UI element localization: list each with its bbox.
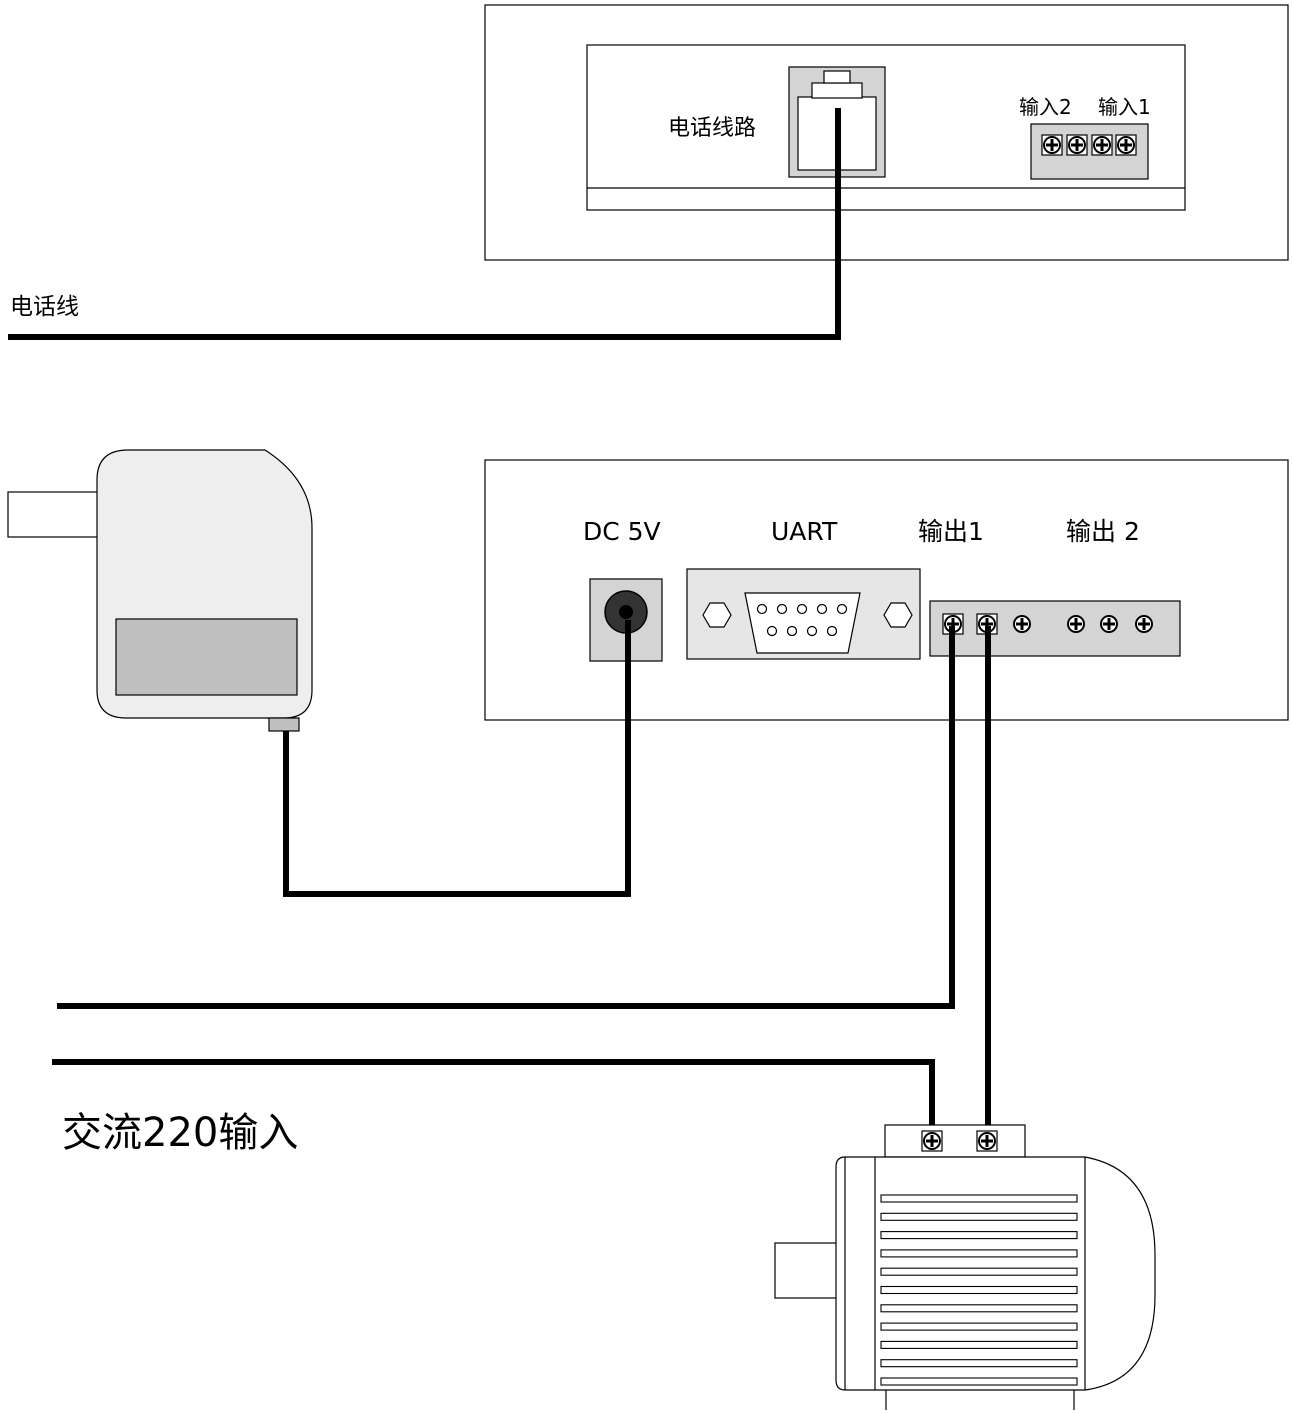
screw-terminal[interactable]	[1115, 134, 1137, 156]
db9-pin	[766, 625, 778, 637]
cooling-fin	[880, 1194, 1078, 1203]
db9-pin	[806, 625, 818, 637]
motor-shaft	[774, 1242, 838, 1299]
bottom-device: DC 5V UART 输出1 输出 2	[484, 459, 1289, 721]
motor-cooling-fins	[880, 1194, 1078, 1386]
screw-terminal[interactable]	[1135, 615, 1153, 633]
cooling-fin	[880, 1340, 1078, 1349]
cooling-fin	[880, 1377, 1078, 1386]
cooling-fin	[880, 1359, 1078, 1368]
input1-label: 输入1	[1098, 95, 1151, 119]
db9-pin	[816, 603, 828, 615]
adapter-plug-prongs	[7, 491, 99, 538]
db9-pin	[796, 603, 808, 615]
phone-line-wire	[8, 108, 841, 340]
screw-terminal[interactable]	[1091, 134, 1113, 156]
cooling-fin	[880, 1267, 1078, 1276]
screw-terminal[interactable]	[1067, 615, 1085, 633]
cooling-fin	[880, 1322, 1078, 1331]
screw-terminal[interactable]	[1041, 134, 1063, 156]
ac-neutral-wire	[52, 1059, 935, 1140]
screw-terminal[interactable]	[1013, 615, 1031, 633]
ac-input-label: 交流220输入	[62, 1110, 298, 1156]
phone-line-label: 电话线	[10, 294, 79, 320]
top-device: 电话线路 输入2 输入1	[484, 4, 1289, 261]
motor	[774, 1124, 1156, 1410]
db9-pin	[776, 603, 788, 615]
dc-5v-label: DC 5V	[583, 517, 661, 546]
uart-db9-port[interactable]	[686, 568, 921, 660]
db9-pin	[756, 603, 768, 615]
db9-pin	[826, 625, 838, 637]
uart-label: UART	[771, 517, 838, 546]
cooling-fin	[880, 1231, 1078, 1240]
cooling-fin	[880, 1304, 1078, 1313]
cooling-fin	[880, 1212, 1078, 1221]
output1-label: 输出1	[918, 517, 984, 546]
dc-power-cable	[283, 620, 631, 897]
phone-port-label: 电话线路	[668, 116, 756, 141]
input-terminal-screws[interactable]	[1041, 134, 1137, 156]
screw-terminal[interactable]	[921, 1130, 943, 1152]
input2-label: 输入2	[1019, 95, 1072, 119]
screw-terminal[interactable]	[1100, 615, 1118, 633]
cooling-fin	[880, 1249, 1078, 1258]
ac-live-wire	[57, 626, 955, 1009]
screw-terminal[interactable]	[1066, 134, 1088, 156]
screw-terminal[interactable]	[976, 1130, 998, 1152]
motor-terminal-box	[884, 1124, 1026, 1158]
db9-pin	[786, 625, 798, 637]
output2-label: 输出 2	[1066, 517, 1140, 546]
power-adapter	[7, 449, 313, 732]
cooling-fin	[880, 1285, 1078, 1295]
motor-terminal-screws[interactable]	[921, 1130, 998, 1152]
adapter-label-plate	[115, 618, 298, 696]
db9-pin	[836, 603, 848, 615]
